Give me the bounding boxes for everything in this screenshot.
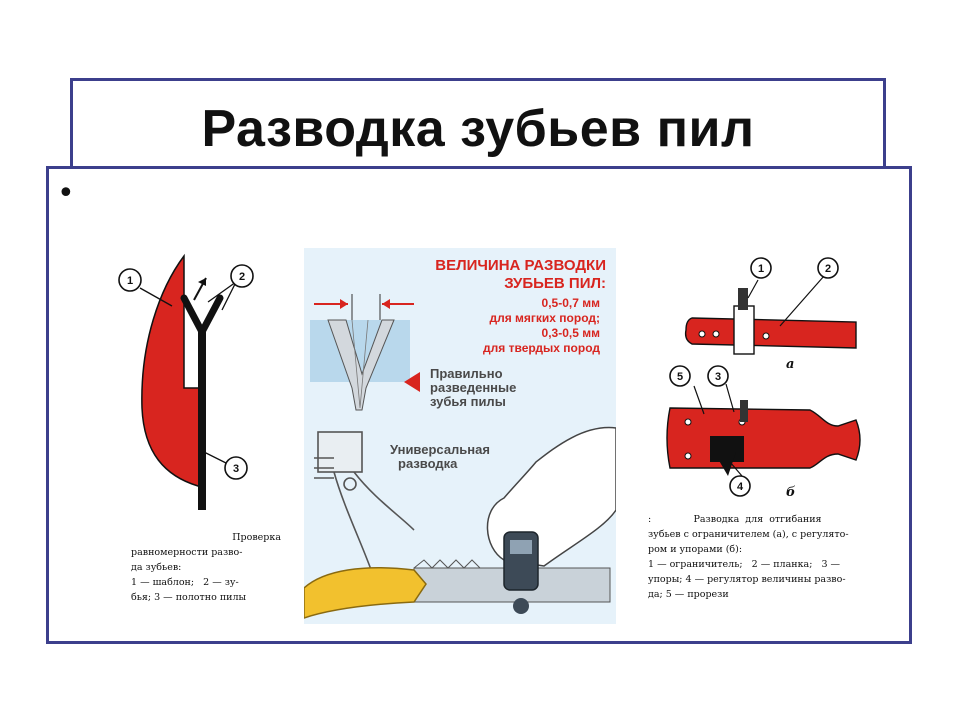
label-r3: 3: [715, 371, 721, 383]
label-a: а: [786, 357, 794, 372]
tool-b-regulator: [714, 452, 736, 476]
label-r1: 1: [758, 263, 764, 275]
label-r4: 4: [737, 481, 744, 493]
title-box: Разводка зубьев пил: [70, 78, 886, 174]
correct-line-2: разведенные: [430, 380, 516, 395]
saw-teeth: [180, 294, 224, 336]
left-caption: Проверка равномерности разво- да зубьев:…: [131, 530, 281, 605]
plier-tool-sketch: [314, 431, 415, 579]
caption-line: да зубьев:: [131, 562, 182, 573]
template-shape: [141, 253, 203, 490]
hard-value: 0,3-0,5 мм: [542, 326, 601, 340]
slide-title: Разводка зубьев пил: [201, 100, 755, 158]
heading-line-1: ВЕЛИЧИНА РАЗВОДКИ: [435, 257, 606, 274]
bullet-point: •: [57, 176, 75, 211]
caption-line: 1 — шаблон; 2 — зу-: [131, 577, 239, 588]
label-3: 3: [233, 463, 239, 475]
caption-line: : Разводка для отгибания: [648, 514, 822, 525]
tool-a-limiter: [733, 305, 755, 355]
caption-line: ром и упорами (б):: [648, 544, 743, 555]
saw-handle: [304, 567, 427, 619]
caption-line: да; 5 — прорези: [648, 589, 729, 600]
right-caption: : Разводка для отгибания зубьев с ограни…: [648, 512, 868, 602]
caption-line: равномерности разво-: [131, 547, 243, 558]
caption-line: 1 — ограничитель; 2 — планка; 3 —: [648, 559, 841, 570]
pointer-triangle: [404, 372, 420, 392]
tool-a-plank: [684, 317, 857, 349]
universal-line-1: Универсальная: [390, 442, 490, 457]
universal-line-2: разводка: [398, 456, 458, 471]
teeth-profile: [327, 319, 395, 411]
caption-line: зубьев с ограничителем (а), с регулято-: [648, 529, 849, 540]
caption-line: Проверка: [232, 532, 281, 543]
hard-label: для твердых пород: [483, 341, 600, 355]
heading-line-2: ЗУБЬЕВ ПИЛ:: [504, 275, 606, 292]
setting-tools-figure: 1 2 а 5 3 4 б: [666, 257, 861, 500]
correct-line-1: Правильно: [430, 366, 503, 381]
tool-b-plank: [666, 407, 861, 469]
label-1: 1: [127, 275, 133, 287]
label-r5: 5: [677, 371, 683, 383]
caption-line: упоры; 4 — регулятор величины разво-: [648, 574, 846, 585]
template-check-figure: 1 2 3: [118, 253, 254, 510]
soft-value: 0,5-0,7 мм: [542, 296, 601, 310]
caption-line: бья; 3 — полотно пилы: [131, 592, 247, 603]
label-2: 2: [239, 271, 245, 283]
correct-line-3: зубья пилы: [430, 394, 506, 409]
saw-setting-infographic: ВЕЛИЧИНА РАЗВОДКИ ЗУБЬЕВ ПИЛ: 0,5-0,7 мм…: [304, 248, 616, 624]
label-b: б: [786, 485, 796, 500]
label-r2: 2: [825, 263, 831, 275]
soft-label: для мягких пород;: [489, 311, 600, 325]
saw-blade: [198, 328, 206, 510]
